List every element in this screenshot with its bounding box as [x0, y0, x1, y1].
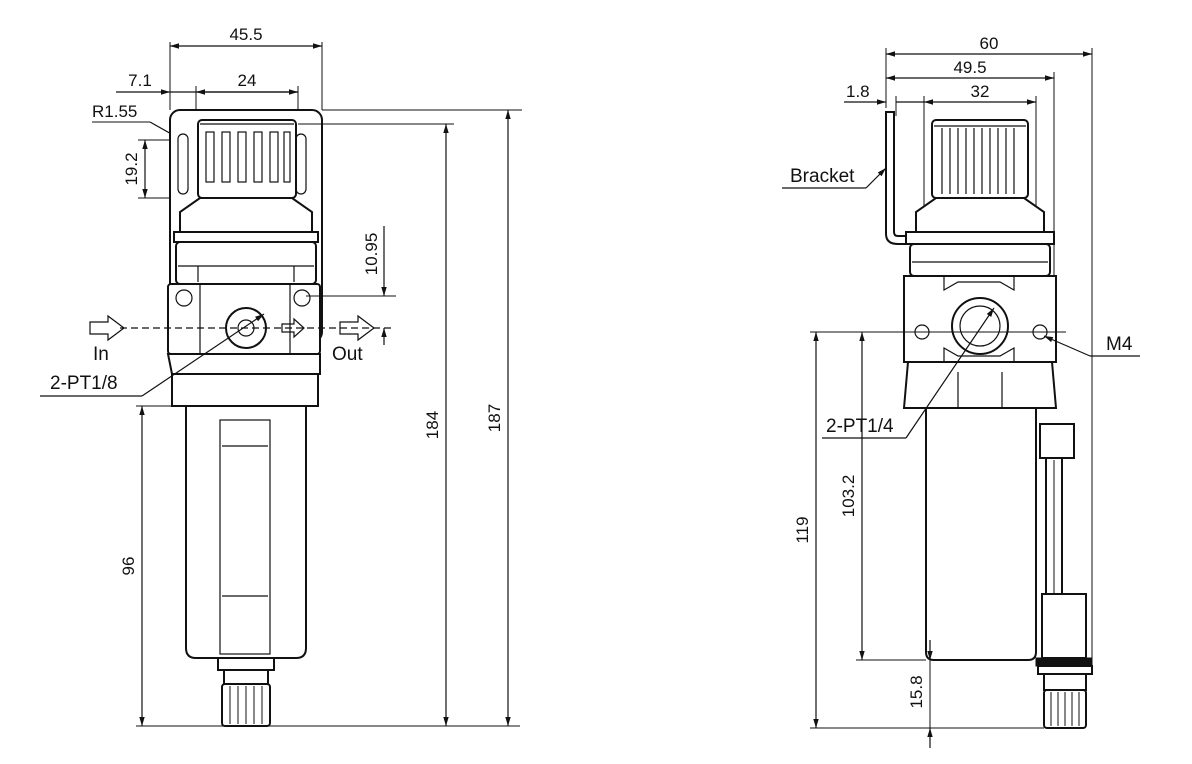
dim-184: 184	[298, 123, 454, 726]
side-gauge-bottom	[1041, 593, 1087, 659]
dim-text-1-8: 1.8	[846, 82, 870, 101]
label-in: In	[93, 344, 109, 365]
dim-text-49-5: 49.5	[953, 58, 986, 77]
dim-119: 119	[793, 331, 1066, 729]
label-2-pt1-8: 2-PT1/8	[50, 373, 118, 394]
mount-hole-left	[175, 289, 193, 307]
right-port-inner	[959, 305, 1001, 347]
dim-text-r1-55: R1.55	[92, 102, 137, 121]
out-flow-arrow	[339, 314, 375, 342]
dim-text-119: 119	[793, 516, 812, 543]
dim-10-95: 10.95	[306, 226, 396, 345]
sight-glass	[219, 419, 271, 655]
label-2-pt1-4: 2-PT1/4	[826, 416, 894, 437]
drain-seal	[1035, 657, 1093, 667]
label-m4: M4	[1106, 334, 1133, 355]
regulator-body-upper	[175, 241, 317, 285]
dim-60: 60	[885, 34, 1093, 660]
label-out: Out	[332, 344, 363, 365]
bracket-callout: Bracket	[782, 166, 887, 189]
dim-text-184: 184	[423, 411, 442, 439]
dim-187: 187	[322, 109, 522, 726]
port-callout: 2-PT1/8	[40, 313, 265, 397]
dim-text-7-1: 7.1	[128, 71, 152, 90]
dim-text-19-2: 19.2	[122, 152, 141, 185]
right-knob	[931, 119, 1029, 199]
bowl-guard-ring	[171, 373, 319, 407]
dim-text-187: 187	[485, 404, 504, 432]
dim-text-24: 24	[238, 71, 257, 90]
bracket	[885, 111, 907, 245]
right-drain-collar	[1037, 665, 1093, 675]
bonnet-ring	[173, 231, 319, 243]
dim-text-60: 60	[980, 34, 999, 53]
right-view: 60 49.5 32 1.8	[782, 34, 1140, 748]
drain-nut	[223, 669, 269, 685]
right-drain-nut	[1043, 673, 1087, 691]
dim-text-45-5: 45.5	[229, 25, 262, 44]
dim-text-103-2: 103.2	[839, 475, 858, 518]
right-lower-collar	[902, 361, 1058, 409]
right-filter-bowl	[925, 407, 1037, 661]
m4-callout: M4	[1043, 334, 1140, 357]
right-body-upper	[909, 243, 1051, 277]
filter-bowl	[185, 405, 307, 659]
dim-45-5: 45.5	[169, 25, 323, 110]
label-bracket: Bracket	[790, 166, 855, 187]
dim-r1-55: R1.55	[92, 102, 183, 141]
lower-collar	[166, 353, 321, 375]
bracket-slot-left	[177, 133, 189, 195]
dim-103-2: 103.2	[839, 332, 926, 661]
right-bonnet	[915, 197, 1045, 233]
left-view: 45.5 7.1 24 R1.55 19.2	[40, 25, 522, 727]
dim-text-96: 96	[119, 557, 138, 576]
dim-7-1-24: 7.1 24	[116, 71, 299, 124]
right-bonnet-ring	[905, 231, 1055, 245]
dim-text-10-95: 10.95	[362, 233, 381, 276]
dim-15-8: 15.8	[907, 640, 933, 748]
dim-96: 96	[119, 405, 520, 727]
dim-19-2: 19.2	[122, 139, 180, 199]
inner-flow-arrow	[281, 317, 305, 339]
right-drain-knob	[1043, 689, 1087, 729]
bonnet	[179, 197, 313, 233]
dim-text-32: 32	[971, 82, 990, 101]
in-flow-arrow	[89, 314, 125, 342]
mount-hole-right	[293, 289, 311, 307]
drain-collar	[217, 657, 275, 671]
side-gauge-top	[1039, 423, 1075, 459]
dim-text-15-8: 15.8	[907, 675, 926, 708]
drain-knob	[221, 683, 271, 727]
adjust-knob	[197, 119, 297, 199]
